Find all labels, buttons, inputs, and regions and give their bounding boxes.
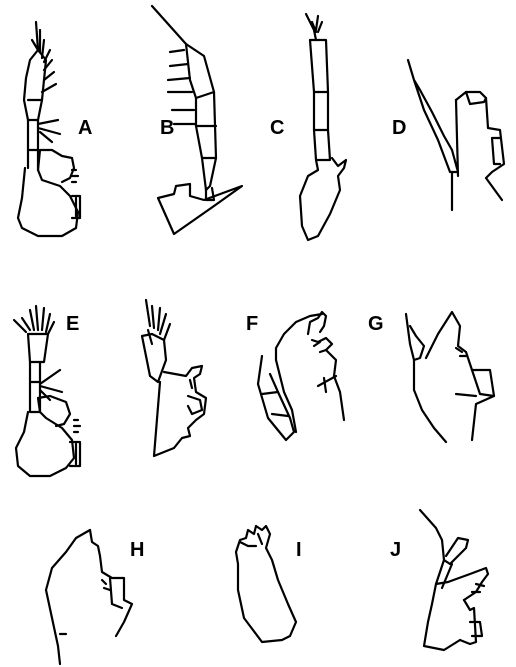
panel-i-drawing (236, 526, 296, 642)
panel-g-drawing (406, 312, 494, 442)
panel-f-label: F (246, 313, 258, 335)
panel-i-label: I (296, 539, 302, 561)
panel-c-label: C (270, 117, 284, 139)
panel-j-drawing (420, 510, 488, 650)
panel-j-label: J (390, 539, 401, 561)
panel-e2-drawing (142, 300, 206, 456)
panel-d-drawing (408, 60, 504, 210)
panel-e-label: E (66, 313, 79, 335)
panel-d-label: D (392, 117, 406, 139)
panel-h-drawing (46, 530, 132, 664)
panel-a-label: A (78, 117, 92, 139)
panel-a-drawing (18, 22, 80, 236)
panel-g-label: G (368, 313, 384, 335)
panel-f-drawing (258, 312, 344, 440)
panel-h-label: H (130, 539, 144, 561)
panel-c-drawing (300, 14, 346, 240)
panel-b-label: B (160, 117, 174, 139)
